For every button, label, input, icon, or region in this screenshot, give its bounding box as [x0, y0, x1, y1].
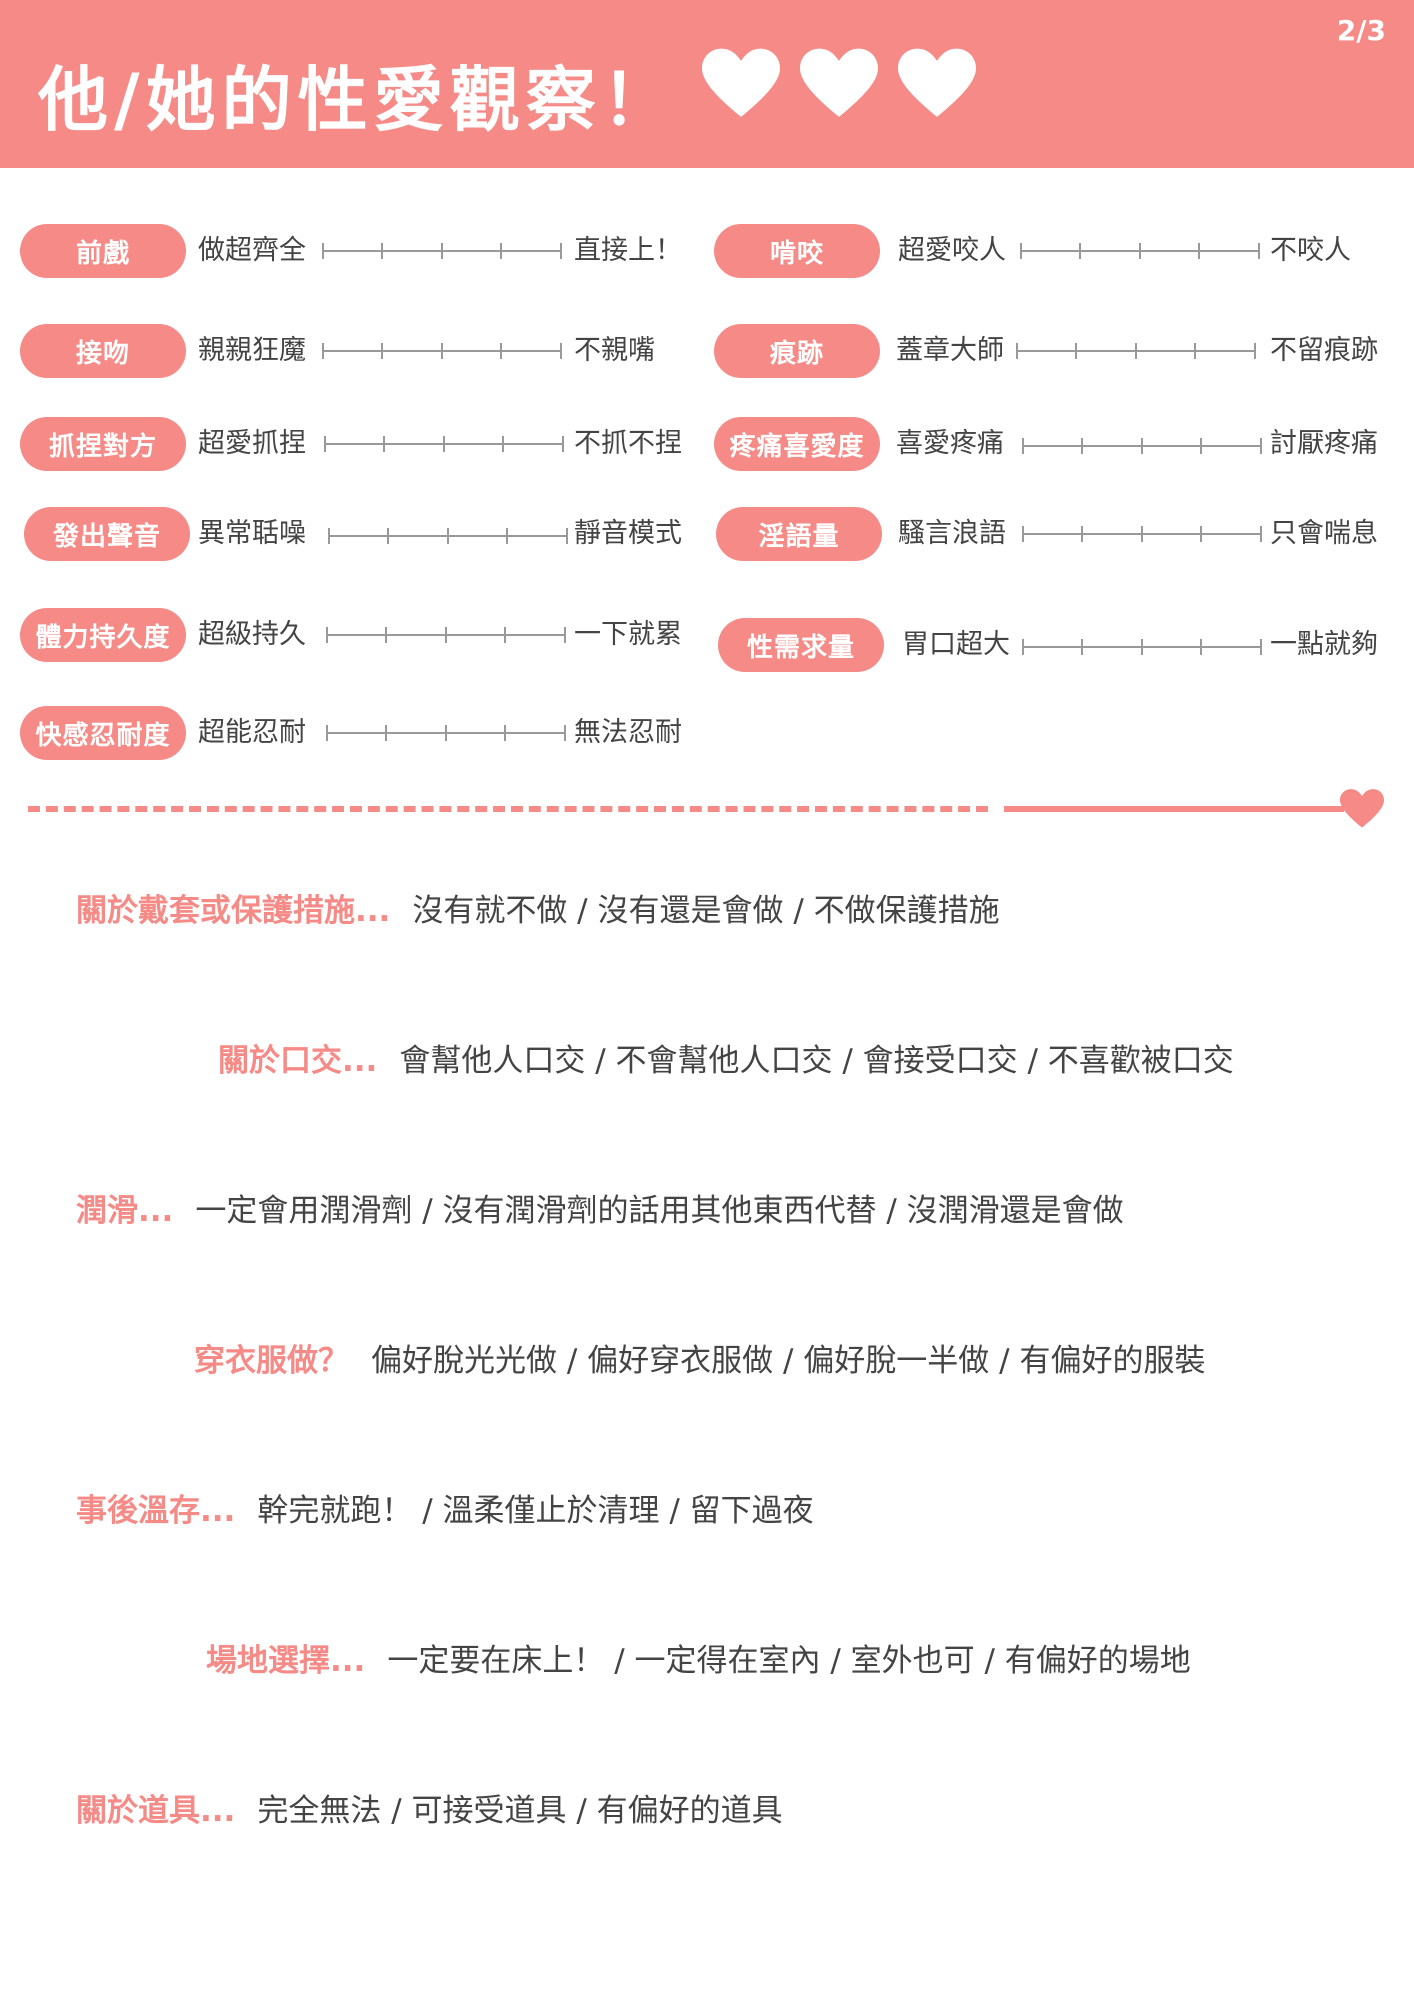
- scale-right-label: 只會喘息: [1270, 518, 1378, 549]
- scale-left-label: 異常聒噪: [198, 518, 306, 549]
- header-banner: 2/3 他/她的性愛觀察！: [0, 0, 1414, 168]
- question-label: 穿衣服做？: [194, 1343, 349, 1379]
- question-options[interactable]: 會幫他人口交 / 不會幫他人口交 / 會接受口交 / 不喜歡被口交: [399, 1043, 1234, 1079]
- heart-icon: [898, 48, 976, 117]
- question-options[interactable]: 偏好脫光光做 / 偏好穿衣服做 / 偏好脫一半做 / 有偏好的服裝: [371, 1343, 1206, 1379]
- scale-right-label: 無法忍耐: [574, 717, 682, 748]
- rating-scale[interactable]: [326, 723, 566, 743]
- question-label: 關於戴套或保護措施...: [76, 893, 391, 929]
- scale-label-pill: 接吻: [20, 324, 186, 378]
- rating-scale[interactable]: [1020, 241, 1260, 261]
- scale-right-label: 不親嘴: [574, 335, 655, 366]
- question-label: 關於口交...: [218, 1043, 378, 1079]
- question-options[interactable]: 一定要在床上！ / 一定得在室內 / 室外也可 / 有偏好的場地: [387, 1643, 1191, 1679]
- section-divider-solid: [1004, 806, 1344, 812]
- scale-label-pill: 啃咬: [714, 224, 880, 278]
- scale-label-pill: 體力持久度: [20, 608, 186, 662]
- scale-label-pill: 發出聲音: [24, 507, 190, 561]
- question-location: 場地選擇... 一定要在床上！ / 一定得在室內 / 室外也可 / 有偏好的場地: [206, 1641, 1191, 1681]
- heart-icon: [800, 48, 878, 117]
- rating-scale[interactable]: [322, 241, 562, 261]
- scale-left-label: 親親狂魔: [198, 335, 306, 366]
- scale-left-label: 超能忍耐: [198, 717, 306, 748]
- scale-right-label: 一下就累: [574, 619, 682, 650]
- question-options[interactable]: 沒有就不做 / 沒有還是會做 / 不做保護措施: [412, 893, 1000, 929]
- heart-icon: [1340, 789, 1384, 828]
- rating-scale[interactable]: [322, 341, 562, 361]
- question-toys: 關於道具... 完全無法 / 可接受道具 / 有偏好的道具: [76, 1791, 783, 1831]
- scale-right-label: 靜音模式: [574, 518, 682, 549]
- page-indicator: 2/3: [1336, 14, 1386, 47]
- scale-right-label: 直接上！: [574, 235, 682, 266]
- scale-right-label: 討厭疼痛: [1270, 428, 1378, 459]
- heart-icon: [702, 48, 780, 117]
- scale-left-label: 超級持久: [198, 619, 306, 650]
- section-divider-dashed: [28, 806, 988, 812]
- question-protection: 關於戴套或保護措施... 沒有就不做 / 沒有還是會做 / 不做保護措施: [76, 891, 1000, 931]
- scale-label-pill: 前戲: [20, 224, 186, 278]
- rating-scale[interactable]: [1022, 436, 1262, 456]
- heart-group: [702, 48, 976, 120]
- rating-scale[interactable]: [1022, 524, 1262, 544]
- scale-left-label: 喜愛疼痛: [896, 428, 1004, 459]
- question-label: 場地選擇...: [206, 1643, 366, 1679]
- rating-scale[interactable]: [1022, 637, 1262, 657]
- scale-left-label: 騷言浪語: [898, 518, 1006, 549]
- scale-label-pill: 淫語量: [716, 507, 882, 561]
- scale-label-pill: 痕跡: [714, 324, 880, 378]
- question-options[interactable]: 幹完就跑！ / 溫柔僅止於清理 / 留下過夜: [257, 1493, 814, 1529]
- scale-left-label: 胃口超大: [902, 629, 1010, 660]
- scale-right-label: 不咬人: [1270, 235, 1351, 266]
- question-options[interactable]: 一定會用潤滑劑 / 沒有潤滑劑的話用其他東西代替 / 沒潤滑還是會做: [195, 1193, 1124, 1229]
- scale-label-pill: 疼痛喜愛度: [714, 417, 880, 471]
- scale-label-pill: 抓捏對方: [20, 417, 186, 471]
- rating-scale[interactable]: [324, 434, 564, 454]
- scale-right-label: 不抓不捏: [574, 428, 682, 459]
- page-title: 他/她的性愛觀察！: [38, 59, 678, 141]
- scale-right-label: 一點就夠: [1270, 629, 1378, 660]
- rating-scale[interactable]: [328, 526, 568, 546]
- question-aftercare: 事後溫存... 幹完就跑！ / 溫柔僅止於清理 / 留下過夜: [76, 1491, 814, 1531]
- question-oral: 關於口交... 會幫他人口交 / 不會幫他人口交 / 會接受口交 / 不喜歡被口交: [218, 1041, 1234, 1081]
- scale-left-label: 蓋章大師: [896, 335, 1004, 366]
- scale-label-pill: 性需求量: [718, 618, 884, 672]
- rating-scale[interactable]: [1016, 341, 1256, 361]
- scale-left-label: 超愛抓捏: [198, 428, 306, 459]
- rating-scale[interactable]: [326, 625, 566, 645]
- question-clothes: 穿衣服做？ 偏好脫光光做 / 偏好穿衣服做 / 偏好脫一半做 / 有偏好的服裝: [194, 1341, 1205, 1381]
- question-label: 事後溫存...: [76, 1493, 236, 1529]
- question-options[interactable]: 完全無法 / 可接受道具 / 有偏好的道具: [257, 1793, 783, 1829]
- question-label: 關於道具...: [76, 1793, 236, 1829]
- scale-right-label: 不留痕跡: [1270, 335, 1378, 366]
- scale-label-pill: 快感忍耐度: [20, 706, 186, 760]
- question-label: 潤滑...: [76, 1193, 174, 1229]
- scale-left-label: 做超齊全: [198, 235, 306, 266]
- question-lubrication: 潤滑... 一定會用潤滑劑 / 沒有潤滑劑的話用其他東西代替 / 沒潤滑還是會做: [76, 1191, 1124, 1231]
- scale-left-label: 超愛咬人: [898, 235, 1006, 266]
